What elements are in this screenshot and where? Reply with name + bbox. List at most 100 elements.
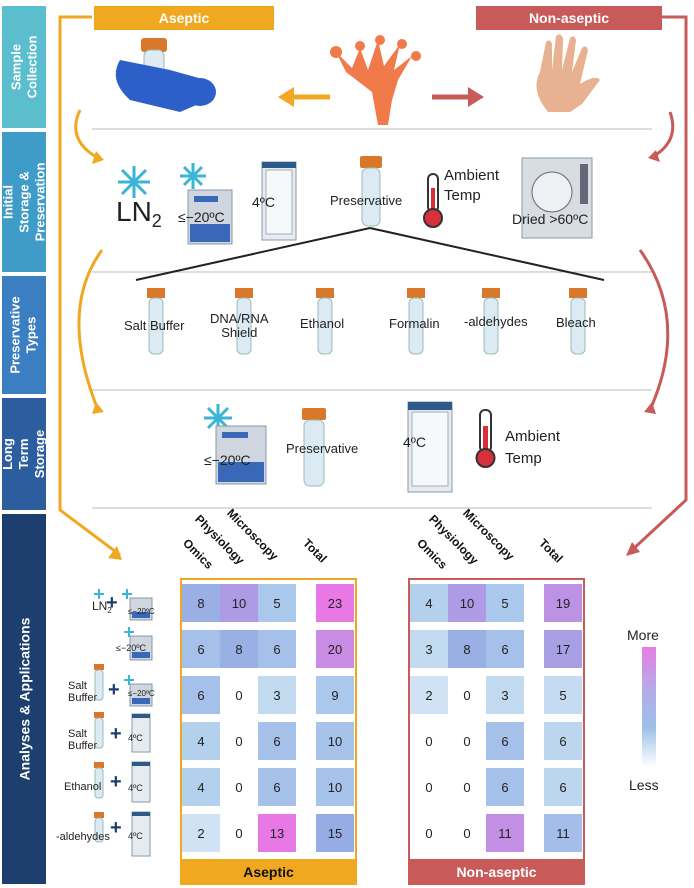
heatmap-cell: 11 xyxy=(544,814,582,852)
row4-salt-buffer: Salt Buffer xyxy=(68,728,98,752)
heatmap-cell: 4 xyxy=(182,722,220,760)
ln2-label: LN2 xyxy=(116,196,162,231)
section-analyses: Analyses & Applications xyxy=(2,514,46,884)
snowflake-icon xyxy=(118,166,150,198)
pres-formalin: Formalin xyxy=(389,316,440,331)
tube-icon xyxy=(235,288,253,355)
freezer-temp-label: ≤−20ºC xyxy=(178,209,225,225)
pres-bleach: Bleach xyxy=(556,315,596,330)
legend-less: Less xyxy=(629,777,659,793)
heatmap-cell: 9 xyxy=(316,676,354,714)
freezer-icon xyxy=(187,189,233,245)
snowflake-icon xyxy=(180,163,206,189)
heatmap-cell: 8 xyxy=(182,584,220,622)
heatmap-cell: 6 xyxy=(486,630,524,668)
tube-icon xyxy=(569,288,587,355)
heatmap-cell: 0 xyxy=(220,814,258,852)
preservative-label: Preservative xyxy=(330,193,403,208)
fridge-icon xyxy=(407,401,453,493)
legend-gradient xyxy=(642,647,656,767)
heatmap-cell: 3 xyxy=(486,676,524,714)
row2-freezer: ≤−20ºC xyxy=(116,643,146,653)
bare-hand-icon xyxy=(536,34,600,112)
heatmap-cell: 10 xyxy=(316,768,354,806)
section-initial-storage: Initial Storage & Preservation xyxy=(0,132,47,272)
row5-fridge: 4ºC xyxy=(128,783,143,793)
lt-freezer-label: ≤−20ºC xyxy=(204,452,251,468)
section-preservative-types: Preservative Types xyxy=(2,276,46,394)
fridge-temp-label: 4ºC xyxy=(252,194,276,210)
heatmap-cell: 0 xyxy=(410,814,448,852)
heatmap-cell: 6 xyxy=(182,630,220,668)
lt-ambient-label: Ambient Temp xyxy=(505,428,561,467)
heatmap-cell: 10 xyxy=(448,584,486,622)
row1-freezer: ≤−20ºC xyxy=(128,607,155,616)
heatmap-cell: 11 xyxy=(486,814,524,852)
row3-salt-buffer: Salt Buffer xyxy=(68,680,98,704)
tube-icon xyxy=(482,288,500,355)
row6-fridge: 4ºC xyxy=(128,831,143,841)
heatmap-cell: 5 xyxy=(544,676,582,714)
heatmap-cell: 8 xyxy=(448,630,486,668)
svg-text:+: + xyxy=(106,592,118,614)
dried-label: Dried >60ºC xyxy=(512,211,589,227)
heatmap-cell: 6 xyxy=(544,768,582,806)
aseptic-footer: Aseptic xyxy=(180,859,357,885)
heatmap-cell: 0 xyxy=(220,722,258,760)
heatmap-cell: 6 xyxy=(258,630,296,668)
heatmap-cell: 6 xyxy=(486,768,524,806)
section-sample-collection: Sample Collection xyxy=(2,6,46,128)
row5-ethanol: Ethanol xyxy=(64,781,102,793)
freezer-icon xyxy=(215,425,267,485)
drying-oven-icon xyxy=(521,157,593,239)
svg-text:+: + xyxy=(108,679,120,701)
pres-dna-rna-shield: DNA/RNA Shield xyxy=(210,311,269,340)
gloved-hand-icon xyxy=(115,38,216,112)
coral-icon xyxy=(330,35,421,125)
heatmap-cell: 3 xyxy=(410,630,448,668)
heatmap-cell: 6 xyxy=(544,722,582,760)
heatmap-cell: 2 xyxy=(410,676,448,714)
heatmap-cell: 0 xyxy=(220,768,258,806)
heatmap-cell: 6 xyxy=(258,722,296,760)
heatmap-cell: 5 xyxy=(486,584,524,622)
ambient-temp-label: Ambient Temp xyxy=(444,167,500,204)
heatmap-cell: 10 xyxy=(220,584,258,622)
heatmap-cell: 23 xyxy=(316,584,354,622)
aseptic-header: Aseptic xyxy=(94,6,274,30)
heatmap-cell: 13 xyxy=(258,814,296,852)
fridge-icon xyxy=(261,161,297,241)
svg-text:+: + xyxy=(110,817,122,839)
row6-aldehydes: -aldehydes xyxy=(56,831,110,843)
heatmap-cell: 0 xyxy=(448,676,486,714)
legend-more: More xyxy=(627,627,659,643)
section-long-term-storage: Long Term Storage xyxy=(0,398,47,510)
non-aseptic-header: Non-aseptic xyxy=(476,6,662,30)
pres-ethanol: Ethanol xyxy=(300,316,345,331)
heatmap-cell: 0 xyxy=(448,768,486,806)
lt-preservative-label: Preservative xyxy=(286,441,359,456)
thermometer-icon xyxy=(423,173,443,228)
lt-fridge-label: 4ºC xyxy=(403,434,427,450)
svg-text:+: + xyxy=(110,771,122,793)
heatmap-cell: 17 xyxy=(544,630,582,668)
heatmap-cell: 6 xyxy=(486,722,524,760)
heatmap-cell: 19 xyxy=(544,584,582,622)
heatmap-cell: 3 xyxy=(258,676,296,714)
tube-icon xyxy=(147,288,165,355)
tube-icon xyxy=(316,288,334,355)
heatmap-cell: 0 xyxy=(410,768,448,806)
non-aseptic-footer: Non-aseptic xyxy=(408,859,585,885)
heatmap-cell: 0 xyxy=(220,676,258,714)
heatmap-cell: 4 xyxy=(182,768,220,806)
preservative-tube-icon xyxy=(302,408,326,487)
thermometer-icon xyxy=(475,409,496,468)
heatmap-cell: 6 xyxy=(258,768,296,806)
